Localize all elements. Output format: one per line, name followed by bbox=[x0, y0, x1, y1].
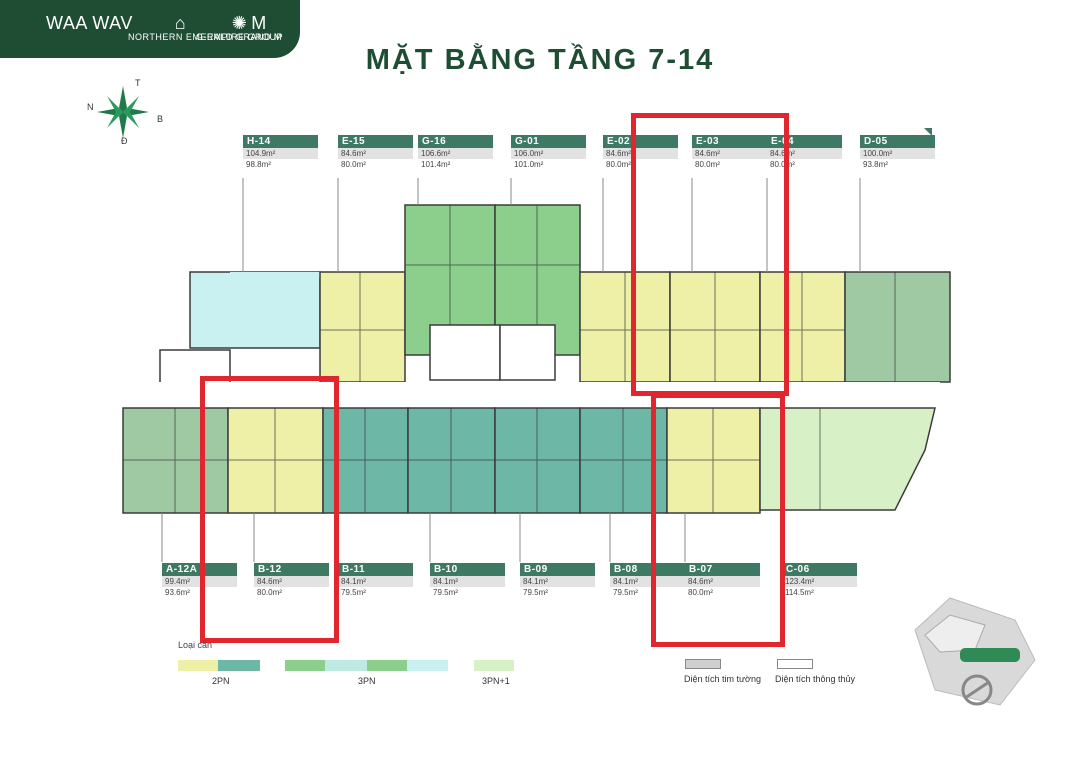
legend-3pn1-label: 3PN+1 bbox=[482, 676, 510, 686]
legend-3pn-label: 3PN bbox=[358, 676, 376, 686]
legend-clear-area-swatch bbox=[777, 659, 813, 669]
compass-d-label: Đ bbox=[121, 136, 128, 146]
legend-clear-area-label: Diện tích thông thủy bbox=[775, 674, 856, 684]
corner-marker-icon bbox=[924, 128, 932, 136]
legend-swatch-3pn-green bbox=[285, 660, 325, 671]
logo-1: WAA WAV bbox=[46, 13, 133, 33]
header-band: WAA WAV ⌂NORTHERN EMERALD ✺G-EMPIRE GROU… bbox=[0, 0, 300, 58]
compass-icon: N T B Đ bbox=[85, 78, 165, 148]
legend-wall-area-label: Diện tích tim tường bbox=[684, 674, 761, 684]
corridor bbox=[130, 382, 940, 408]
unit-c06-plan bbox=[759, 407, 936, 511]
compass-b-label: B bbox=[157, 114, 164, 124]
core-lifts bbox=[499, 324, 556, 381]
logo-northern-emerald: ⌂NORTHERN EMERALD bbox=[128, 13, 233, 42]
legend-title: Loại căn bbox=[178, 640, 213, 650]
highlight-b12 bbox=[200, 376, 339, 643]
legend-2pn-label: 2PN bbox=[212, 676, 230, 686]
legend-swatch-3pn1 bbox=[474, 660, 514, 671]
legend-swatch-2pn-yellow bbox=[178, 660, 218, 671]
compass-t-label: T bbox=[135, 78, 141, 88]
compass-n-label: N bbox=[87, 102, 94, 112]
legend-wall-area-swatch bbox=[685, 659, 721, 669]
site-map-inset bbox=[905, 590, 1045, 720]
highlight-b07 bbox=[651, 393, 785, 647]
legend-swatch-3pn-cyan bbox=[407, 660, 448, 671]
unit-h14-plan bbox=[189, 271, 321, 349]
highlight-e03-e04 bbox=[631, 113, 789, 396]
unit-d05-plan bbox=[844, 271, 951, 383]
logo-g-empire: ✺G-EMPIRE GROUP bbox=[196, 13, 284, 42]
core-stairs bbox=[429, 324, 501, 381]
legend-swatch-3pn-green2 bbox=[367, 660, 407, 671]
legend-swatch-2pn-teal bbox=[218, 660, 260, 671]
legend-swatch-3pn-lightteal bbox=[325, 660, 367, 671]
unit-e15-plan bbox=[319, 271, 406, 383]
page-title: MẶT BẰNG TẦNG 7-14 bbox=[365, 44, 715, 76]
